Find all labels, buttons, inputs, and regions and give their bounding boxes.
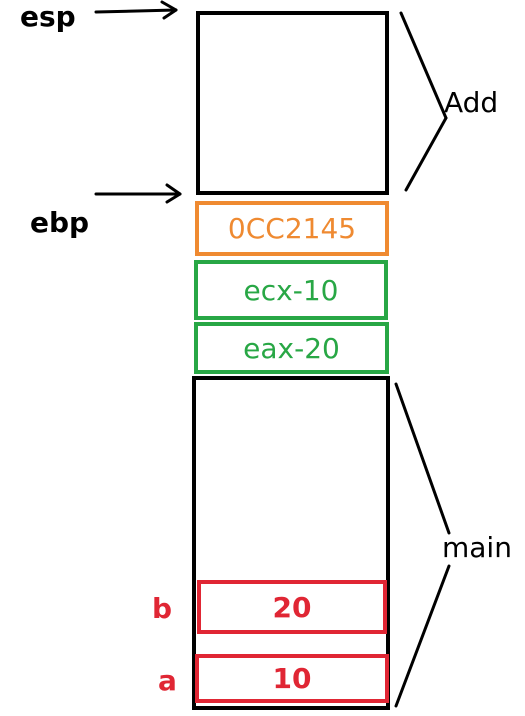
variable-b-value: 20 [272,590,312,624]
add-stack-frame [196,11,389,195]
main-stack-frame [192,376,390,710]
ecx-value: ecx-10 [243,273,339,307]
add-brace [399,11,448,192]
ebp-arrow [94,183,182,204]
return-address-value: 0CC2145 [227,212,357,245]
eax-value: eax-20 [243,331,340,365]
esp-arrow [94,0,178,20]
ecx-slot: ecx-10 [194,260,388,320]
main-frame-label: main [442,531,512,564]
variable-a-slot: 10 [195,654,389,703]
esp-label: esp [20,0,76,33]
add-frame-label: Add [444,86,499,119]
return-address-slot: 0CC2145 [195,201,389,256]
variable-b-name: b [152,592,173,625]
variable-a-value: 10 [272,662,312,695]
variable-b-slot: 20 [197,580,387,634]
variable-a-name: a [158,664,177,697]
main-brace [394,382,451,708]
ebp-label: ebp [30,206,90,239]
eax-slot: eax-20 [194,322,389,374]
